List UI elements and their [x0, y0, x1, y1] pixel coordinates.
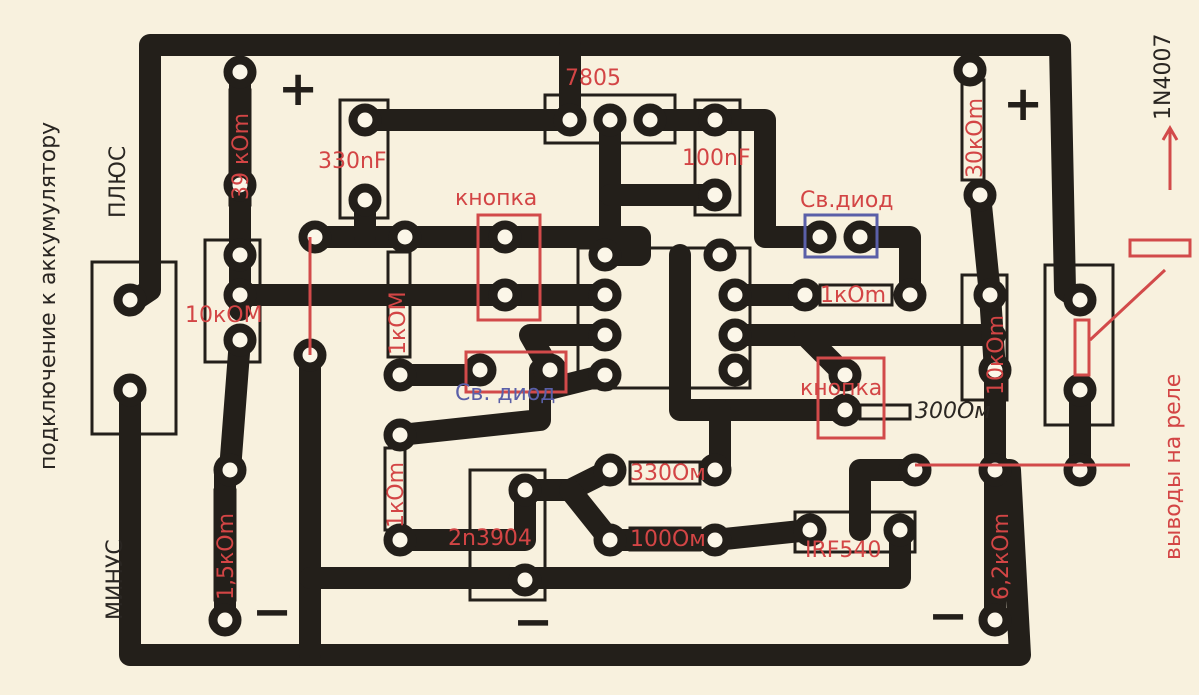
- minus-sign-mid: −: [513, 594, 553, 650]
- pads: [113, 53, 1097, 637]
- r-330-label: 330Ом: [630, 461, 706, 486]
- cap-330-label: 330nF: [318, 149, 387, 174]
- r-6-2k-label: 6,2кОm: [989, 513, 1014, 600]
- led-mid-label: Св. диод: [455, 381, 556, 406]
- minus-sign-left: −: [252, 584, 292, 640]
- r-100-label: 100Ом: [630, 527, 706, 552]
- regulator-label: 7805: [565, 66, 621, 91]
- relay-leads-label: выводы на реле: [1161, 374, 1186, 560]
- mosfet-label: IRF540: [805, 538, 881, 563]
- annotations: [308, 125, 1192, 467]
- button-top-label: кнопка: [455, 186, 537, 211]
- battery-connection-label: подключение к аккумулятору: [36, 122, 61, 470]
- r-1-5k-label: 1,5кОm: [214, 513, 239, 600]
- r-39k-label: 39 кОm: [229, 113, 254, 200]
- minus-sign-right: −: [928, 588, 968, 644]
- plus-sign-right: +: [1003, 76, 1043, 132]
- r-10k-left-label: 10кОМ: [185, 303, 263, 328]
- diode-label: 1N4007: [1151, 34, 1176, 120]
- labels: 7805 330nF 100nF кнопка кнопка Св.диод С…: [36, 34, 1186, 650]
- r-1k-bottom-label: 1кОm: [384, 462, 409, 528]
- plus-sign-left: +: [278, 61, 318, 117]
- r-1k-mid-label: 1кОМ: [386, 291, 411, 355]
- plus-label: ПЛЮС: [106, 146, 131, 218]
- transistor-label: 2n3904: [448, 526, 532, 551]
- r-30k-label: 30кОm: [963, 98, 988, 178]
- cap-100-label: 100nF: [682, 146, 751, 171]
- r-300-label: 300Ом: [915, 399, 991, 424]
- minus-label: МИНУС: [103, 539, 128, 620]
- r-1k-right-label: 1кОm: [820, 283, 886, 308]
- r-10k-right-label: 10кОm: [984, 315, 1009, 395]
- led-top-label: Св.диод: [800, 188, 894, 213]
- button-right-label: кнопка: [800, 376, 882, 401]
